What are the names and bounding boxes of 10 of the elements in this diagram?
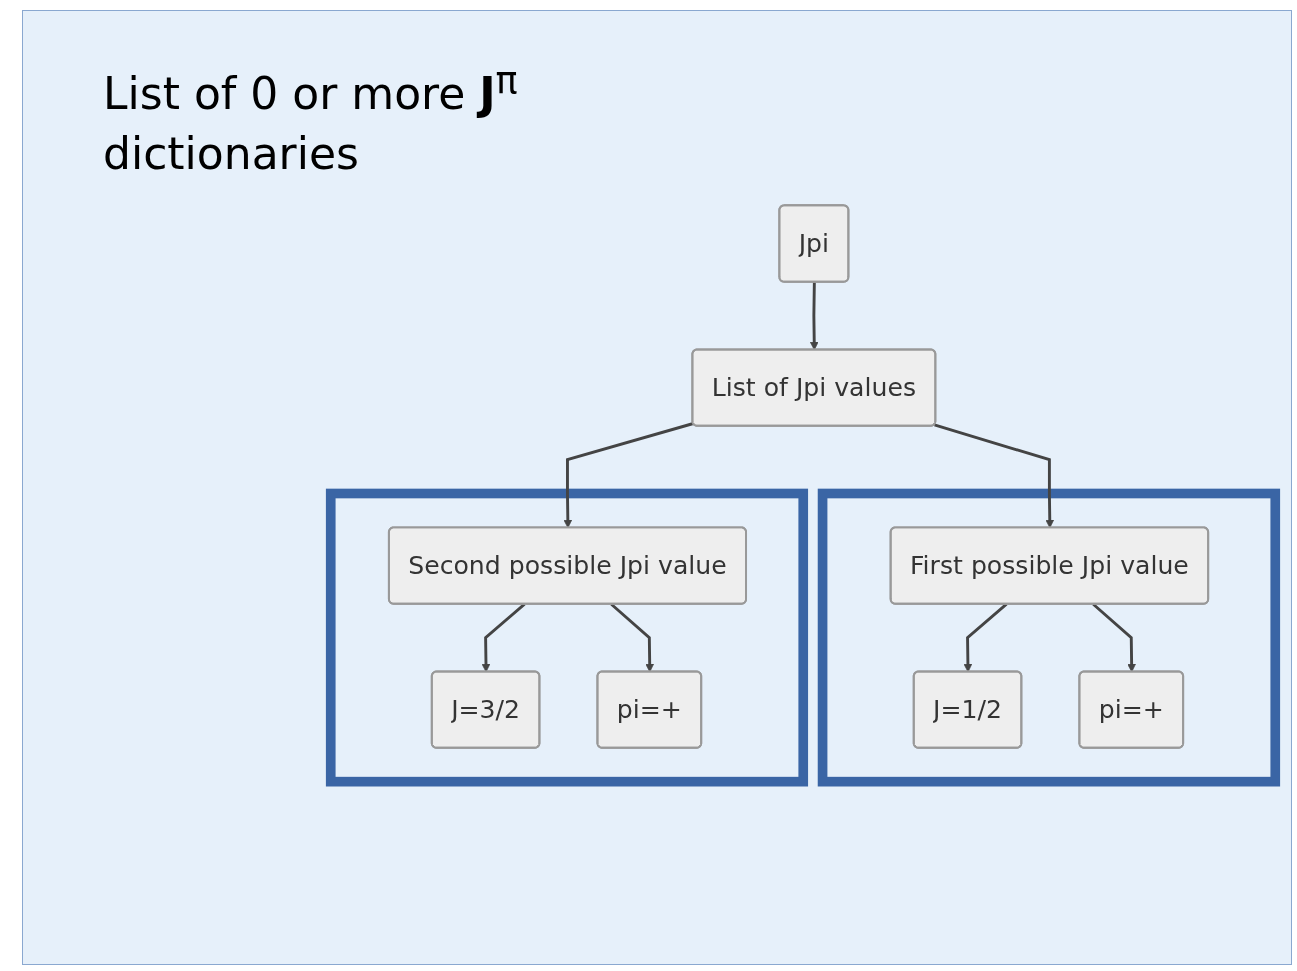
arrow [481,603,526,673]
arrow [963,603,1008,673]
arrow [610,603,654,673]
cluster [325,488,809,787]
arrow [563,422,694,529]
heading-text: List of 0 or more J$^{π}$ dictionaries [103,58,519,181]
arrow [810,282,819,351]
cluster [817,488,1281,787]
arrow [934,423,1055,529]
arrow [1092,603,1136,673]
